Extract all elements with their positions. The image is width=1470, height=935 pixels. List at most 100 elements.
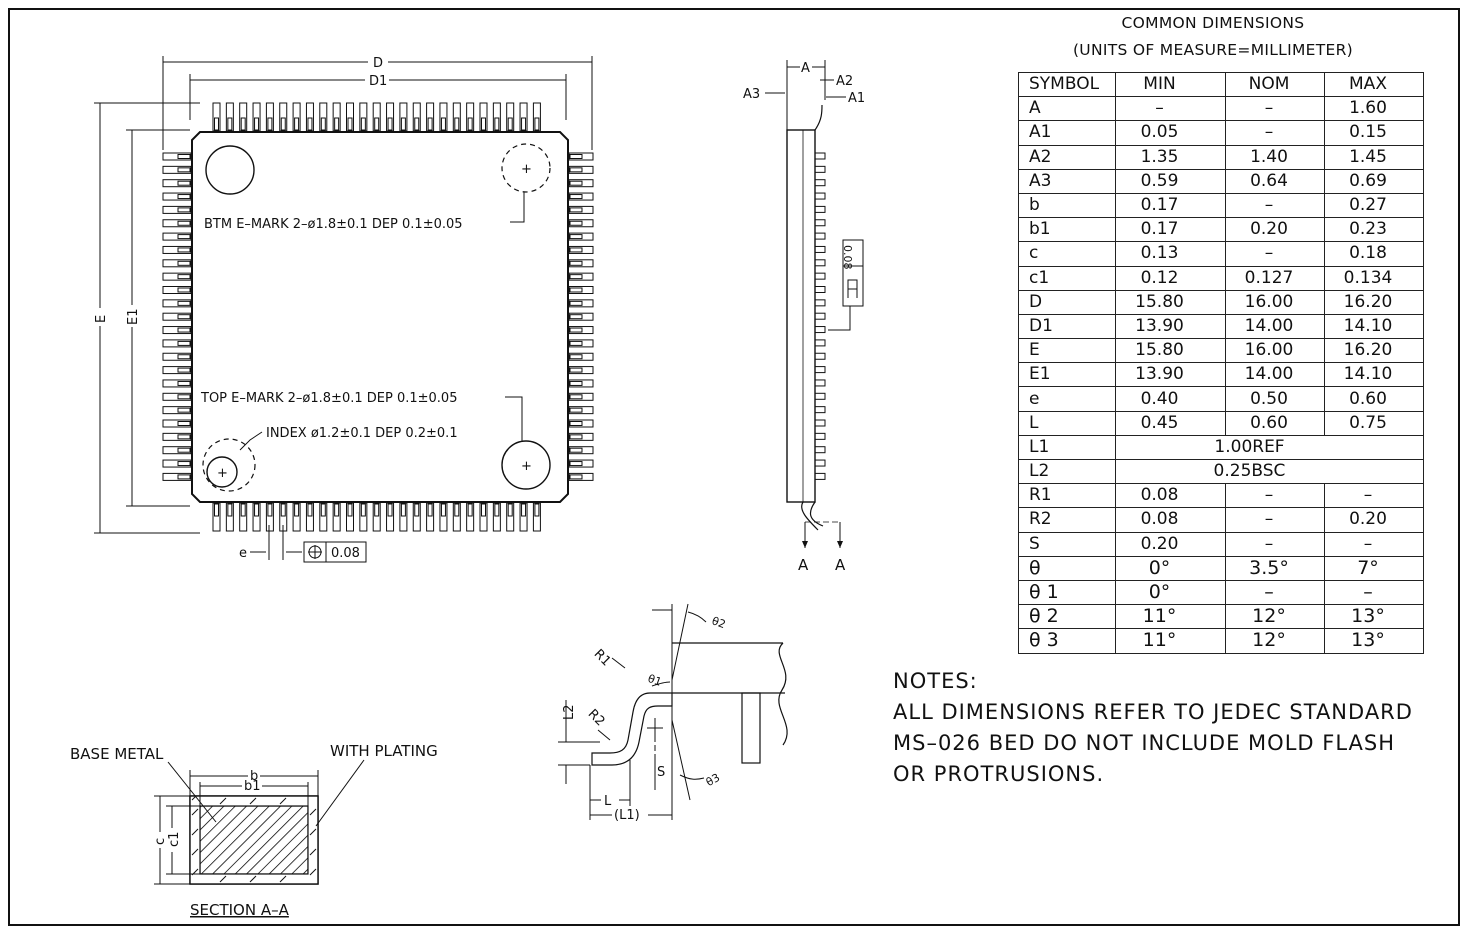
value-cell: 7°: [1324, 555, 1424, 581]
lead-pin-inner: [427, 117, 433, 131]
side-lead: [814, 392, 826, 400]
lead-pin: [568, 419, 594, 428]
lead-pin-inner: [569, 354, 583, 360]
value-cell: 1.40: [1225, 144, 1325, 170]
package-body: [191, 131, 569, 503]
lead-pin-inner: [569, 207, 583, 213]
lead-pin: [532, 502, 541, 532]
lead-pin-inner: [440, 503, 446, 517]
notes-title: NOTES:: [893, 669, 978, 693]
lead-pin-inner: [569, 234, 583, 240]
lead-pin: [568, 232, 594, 241]
s-label: S: [657, 765, 665, 780]
value-cell: 0.60: [1324, 386, 1424, 412]
lead-pin-inner: [177, 260, 191, 266]
value-cell: 16.00: [1225, 289, 1325, 315]
value-cell: 3.5°: [1225, 555, 1325, 581]
value-cell: 13°: [1324, 628, 1424, 654]
value-cell: 0.45: [1115, 410, 1226, 436]
pitch-label: e: [239, 546, 247, 561]
lead-pin-inner: [177, 154, 191, 159]
lead-pin: [162, 205, 192, 214]
value-cell: 0.20: [1115, 531, 1226, 557]
dim-a3-label: A3: [743, 87, 760, 102]
value-cell: 0.50: [1225, 386, 1325, 412]
lead-pin-inner: [569, 327, 583, 333]
lead-pin-inner: [177, 220, 191, 226]
lead-pin: [162, 472, 192, 481]
value-cell: 12°: [1225, 604, 1325, 630]
dimensions-header-row: SYMBOL MIN NOM MAX: [1018, 71, 1424, 98]
section-b-label: b: [250, 769, 258, 784]
lead-pin: [399, 102, 408, 132]
index-outer-circle: [202, 438, 256, 492]
lead-pin: [319, 102, 328, 132]
lead-pin-inner: [414, 503, 420, 517]
lead-pin-inner: [521, 117, 527, 131]
section-c1-label: c1: [167, 832, 182, 847]
lead-pin: [359, 102, 368, 132]
lead-pin: [319, 502, 328, 532]
value-cell: 0°: [1115, 579, 1226, 606]
lead-pin: [568, 472, 594, 481]
lead-pin: [568, 286, 594, 294]
side-lead: [814, 366, 826, 374]
lead-pin-inner: [374, 503, 380, 517]
value-cell: 0.08: [1115, 483, 1226, 509]
lead-pin-inner: [521, 503, 527, 517]
lead-pin-inner: [507, 117, 513, 131]
lead-pin: [162, 366, 192, 375]
section-a-a: b b1 c c1 BASE METAL WITH PLATING SECTIO…: [70, 742, 438, 919]
value-cell: 1.00REF: [1115, 434, 1424, 461]
value-cell: 0.60: [1225, 410, 1325, 436]
dim-a-label: A: [801, 61, 810, 76]
lead-pin-inner: [214, 117, 219, 131]
dimensions-title-block: COMMON DIMENSIONS (UNITS OF MEASURE=MILL…: [1020, 10, 1406, 64]
lead-pin: [568, 299, 594, 308]
lead-pin: [568, 205, 594, 214]
lead-pin: [162, 165, 192, 174]
value-cell: –: [1225, 483, 1325, 509]
l2-label: L2: [562, 704, 577, 720]
lead-pin-inner: [569, 287, 583, 293]
symbol-cell: S: [1018, 531, 1116, 557]
symbol-cell: L1: [1018, 434, 1116, 461]
dim-d-label: D: [373, 56, 383, 71]
lead-pin: [439, 502, 448, 532]
notes-body: ALL DIMENSIONS REFER TO JEDEC STANDARD M…: [893, 700, 1413, 786]
lead-pin-inner: [177, 300, 191, 306]
lead-pin: [466, 502, 475, 532]
lead-pin-inner: [360, 117, 366, 131]
lead-pin: [162, 259, 192, 268]
lead-pin: [162, 339, 192, 348]
lead-pin-inner: [387, 503, 393, 517]
side-lead: [814, 339, 826, 347]
lead-pin-inner: [569, 300, 583, 306]
lead-pin-inner: [320, 503, 326, 517]
lead-pin-inner: [400, 117, 406, 131]
value-cell: 0.27: [1324, 192, 1424, 219]
value-cell: 0.59: [1115, 168, 1226, 194]
lead-pin: [212, 102, 221, 132]
lead-pin: [162, 219, 192, 228]
with-plating-label: WITH PLATING: [330, 742, 438, 760]
value-cell: –: [1324, 483, 1424, 509]
lead-pin: [568, 352, 594, 361]
lead-pin: [372, 502, 381, 532]
lead-pin: [305, 102, 314, 132]
value-cell: 12°: [1225, 628, 1325, 654]
lead-pin-inner: [334, 503, 340, 517]
lead-pin: [568, 326, 594, 335]
side-view-leads: [814, 152, 826, 480]
lead-pin: [452, 502, 461, 532]
lead-pin-inner: [177, 407, 191, 413]
lead-pin-inner: [569, 220, 583, 226]
lead-pin-inner: [177, 327, 191, 333]
lead-pin: [386, 502, 395, 532]
symbol-cell: A: [1018, 96, 1116, 122]
lead-pin: [492, 102, 501, 132]
pins-top-row: [212, 102, 541, 132]
